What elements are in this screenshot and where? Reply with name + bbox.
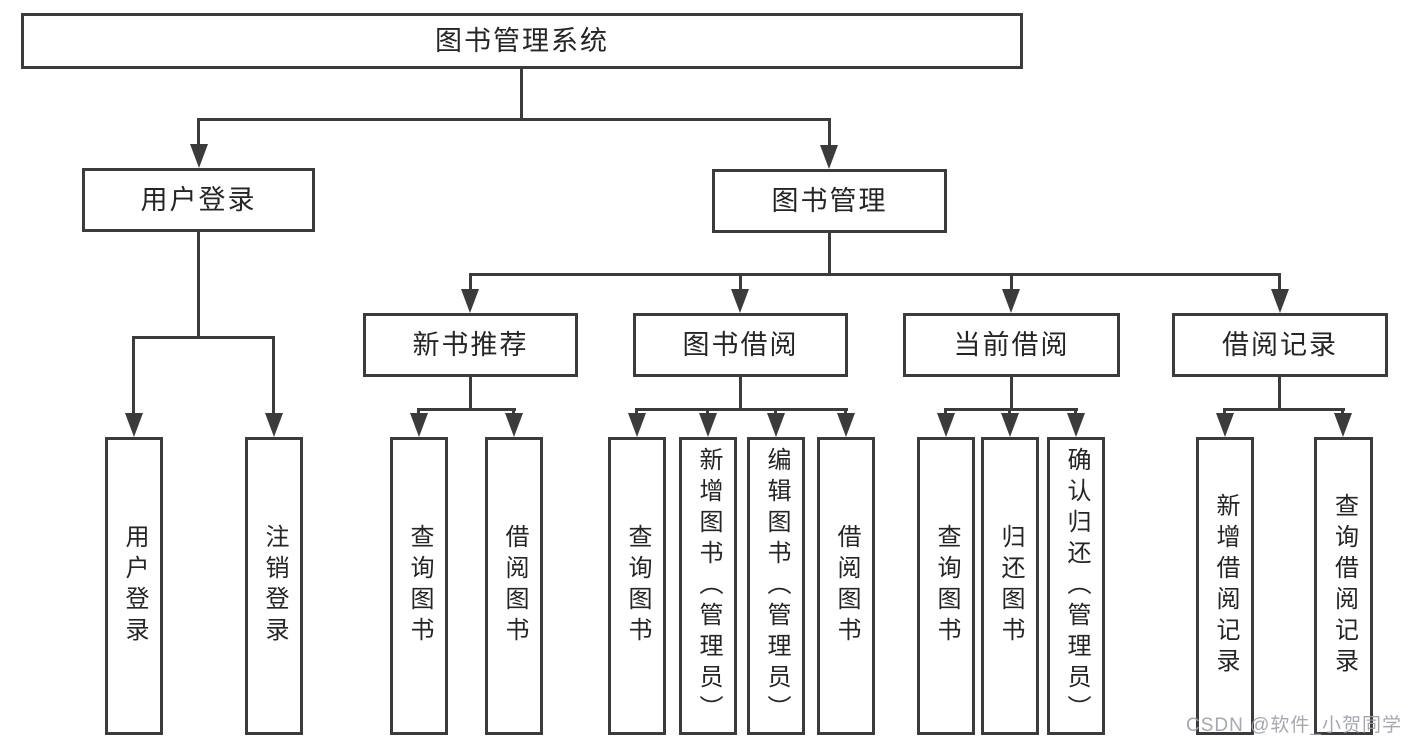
arrow-down-icon bbox=[1334, 413, 1352, 437]
leaf-logout: 注销登录 bbox=[245, 437, 303, 735]
arrow-down-icon bbox=[1067, 413, 1085, 437]
node-label: 图书借阅 bbox=[682, 329, 799, 360]
leaf-label: 注销登录 bbox=[261, 524, 288, 648]
node-current-borrowing: 当前借阅 bbox=[903, 313, 1120, 377]
leaf-borrowing-query-books: 查询图书 bbox=[608, 437, 666, 735]
node-new-book-recommend: 新书推荐 bbox=[363, 313, 578, 377]
leaf-borrowing-add-book-admin: 新增图书（管理员） bbox=[679, 437, 737, 735]
node-borrow-records: 借阅记录 bbox=[1172, 313, 1388, 377]
arrow-down-icon bbox=[1271, 289, 1289, 313]
node-root: 图书管理系统 bbox=[21, 13, 1023, 69]
node-book-management: 图书管理 bbox=[712, 169, 947, 233]
connector-line bbox=[739, 377, 742, 411]
connector-line bbox=[132, 336, 275, 339]
node-label: 当前借阅 bbox=[953, 329, 1070, 360]
leaf-label: 查询借阅记录 bbox=[1330, 493, 1358, 679]
node-label: 借阅记录 bbox=[1222, 329, 1338, 360]
arrow-down-icon bbox=[628, 413, 646, 437]
leaf-user-login: 用户登录 bbox=[105, 437, 163, 735]
connector-line bbox=[132, 336, 135, 416]
leaf-recommend-query-books: 查询图书 bbox=[390, 437, 448, 735]
node-label: 图书管理 bbox=[771, 185, 888, 216]
connector-line bbox=[739, 273, 742, 291]
leaf-records-query-record: 查询借阅记录 bbox=[1314, 437, 1373, 735]
connector-line bbox=[272, 336, 275, 416]
leaf-borrowing-borrow-books: 借阅图书 bbox=[817, 437, 875, 735]
connector-line bbox=[1223, 408, 1345, 411]
connector-line bbox=[1010, 273, 1013, 291]
leaf-label: 编辑图书（管理员） bbox=[763, 446, 790, 726]
leaf-label: 新增借阅记录 bbox=[1212, 493, 1239, 679]
connector-line bbox=[828, 118, 831, 148]
arrow-down-icon bbox=[461, 289, 479, 313]
leaf-label: 查询图书 bbox=[933, 524, 960, 648]
connector-line bbox=[1010, 377, 1013, 411]
arrow-down-icon bbox=[1002, 289, 1020, 313]
leaf-label: 新增图书（管理员） bbox=[695, 446, 722, 726]
leaf-label: 借阅图书 bbox=[833, 524, 860, 648]
arrow-down-icon bbox=[505, 413, 523, 437]
arrow-down-icon bbox=[937, 413, 955, 437]
leaf-label: 归还图书 bbox=[997, 524, 1024, 648]
arrow-down-icon bbox=[699, 413, 717, 437]
leaf-label: 查询图书 bbox=[406, 524, 433, 648]
leaf-current-return-book: 归还图书 bbox=[981, 437, 1039, 735]
arrow-down-icon bbox=[410, 413, 428, 437]
leaf-records-add-record: 新增借阅记录 bbox=[1196, 437, 1254, 735]
connector-line bbox=[417, 408, 516, 411]
node-root-label: 图书管理系统 bbox=[435, 25, 609, 56]
node-user-login-branch: 用户登录 bbox=[82, 168, 315, 232]
arrow-down-icon bbox=[767, 413, 785, 437]
connector-line bbox=[635, 408, 848, 411]
leaf-recommend-borrow-books: 借阅图书 bbox=[485, 437, 543, 735]
leaf-current-confirm-return-admin: 确认归还（管理员） bbox=[1047, 437, 1105, 735]
connector-line bbox=[469, 273, 1281, 276]
connector-line bbox=[469, 377, 472, 411]
connector-line bbox=[944, 408, 1078, 411]
leaf-current-query-books: 查询图书 bbox=[917, 437, 975, 735]
arrow-down-icon bbox=[731, 289, 749, 313]
arrow-down-icon bbox=[820, 145, 838, 169]
arrow-down-icon bbox=[125, 413, 143, 437]
leaf-label: 借阅图书 bbox=[501, 524, 528, 648]
csdn-watermark: CSDN @软件_小贺同学 bbox=[1186, 715, 1402, 736]
leaf-label: 查询图书 bbox=[624, 524, 651, 648]
leaf-borrowing-edit-book-admin: 编辑图书（管理员） bbox=[747, 437, 805, 735]
arrow-down-icon bbox=[190, 144, 208, 168]
connector-line bbox=[1278, 377, 1281, 411]
arrow-down-icon bbox=[837, 413, 855, 437]
connector-line bbox=[197, 232, 200, 339]
leaf-label: 用户登录 bbox=[121, 524, 148, 648]
connector-line bbox=[197, 118, 200, 148]
arrow-down-icon bbox=[265, 413, 283, 437]
node-label: 用户登录 bbox=[140, 184, 257, 215]
connector-line bbox=[1278, 273, 1281, 291]
connector-line bbox=[469, 273, 472, 291]
leaf-label: 确认归还（管理员） bbox=[1063, 446, 1090, 726]
arrow-down-icon bbox=[1216, 413, 1234, 437]
connector-line bbox=[520, 69, 523, 121]
node-label: 新书推荐 bbox=[412, 329, 529, 360]
arrow-down-icon bbox=[1001, 413, 1019, 437]
connector-line bbox=[197, 118, 831, 121]
node-book-borrowing: 图书借阅 bbox=[633, 313, 848, 377]
connector-line bbox=[828, 233, 831, 276]
